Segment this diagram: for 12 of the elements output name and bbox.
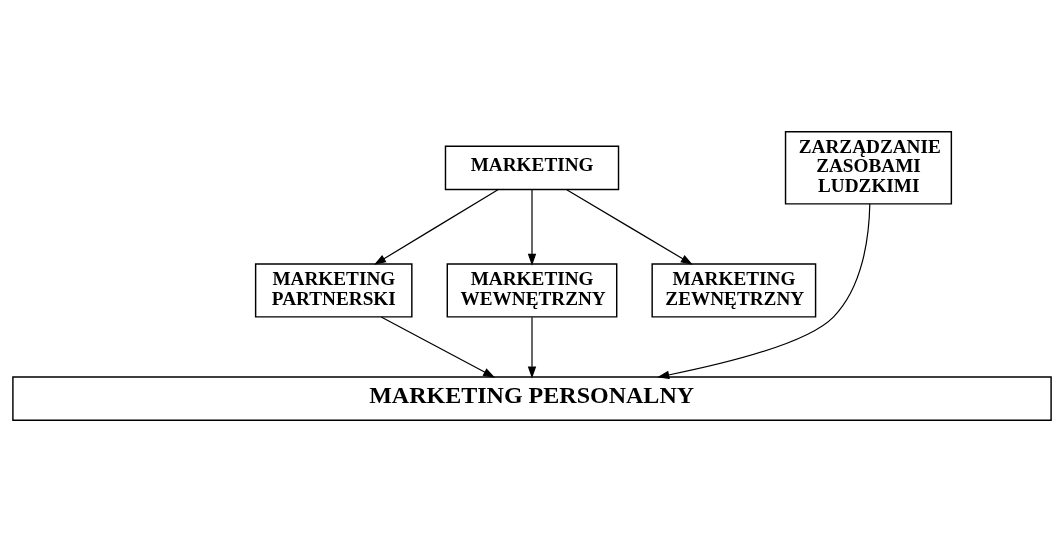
node-box: ZARZĄDZANIE ZASOBAMI LUDZKIMI [784, 130, 953, 205]
arrow [527, 188, 537, 266]
node-box: MARKETING ZEWNĘTRZNY [651, 262, 817, 318]
arrow [657, 202, 871, 379]
node-box: MARKETING [444, 145, 620, 190]
node-box: MARKETING WEWNĘTRZNY [446, 262, 618, 318]
arrow [527, 316, 537, 378]
arrow [566, 188, 693, 265]
node-box: MARKETING PARTNERSKI [254, 262, 413, 318]
arrow [380, 315, 496, 378]
arrow [374, 188, 499, 265]
node-box: MARKETING PERSONALNY [12, 375, 1052, 421]
